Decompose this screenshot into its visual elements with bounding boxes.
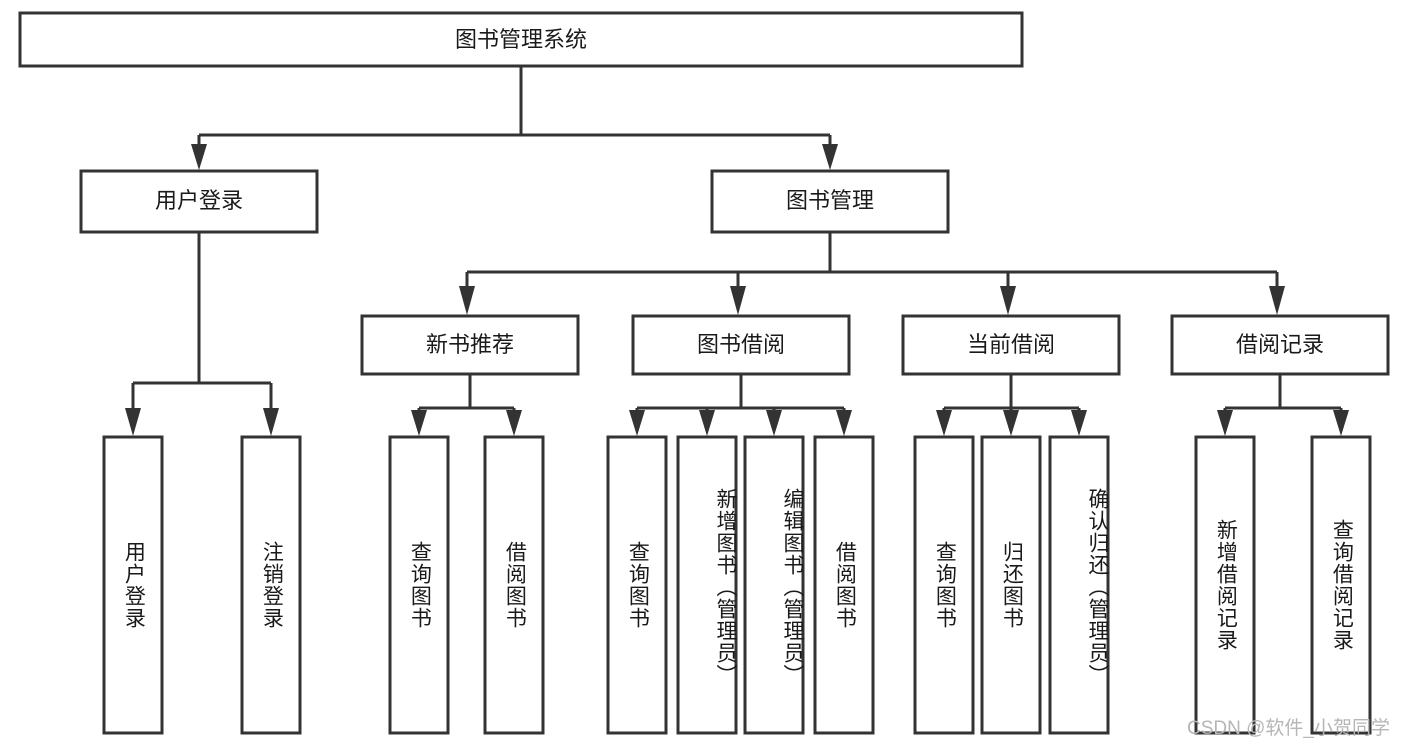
arrow-head-leaf-return-book [1003, 410, 1019, 436]
node-book-borrow-box[interactable] [631, 314, 851, 376]
node-root-label: 图书管理系统 [455, 27, 587, 52]
arrow-head-leaf-add-record [1217, 410, 1233, 436]
node-leaf-return-book-box[interactable] [980, 435, 1042, 735]
node-new-book-recommend[interactable]: 新书推荐 [360, 314, 580, 376]
node-book-manage-label: 图书管理 [786, 188, 874, 213]
node-user-login-box[interactable] [79, 169, 319, 234]
node-leaf-borrow-book-2-box[interactable] [813, 435, 875, 735]
node-leaf-add-book-box[interactable] [676, 435, 738, 735]
node-borrow-record-label: 借阅记录 [1236, 332, 1324, 357]
node-leaf-query-book-1-box[interactable] [388, 435, 450, 735]
leaf-box-layer [102, 435, 1372, 735]
node-root[interactable]: 图书管理系统 [18, 11, 1024, 68]
node-user-login[interactable]: 用户登录 [79, 169, 319, 234]
node-current-borrow[interactable]: 当前借阅 [901, 314, 1121, 376]
arrow-head-leaf-add-book [699, 410, 715, 436]
arrow-head-book-manage [822, 144, 838, 170]
arrow-head-leaf-borrow-book-2 [836, 410, 852, 436]
node-book-borrow-label: 图书借阅 [697, 332, 785, 357]
arrow-head-leaf-query-book-1 [411, 410, 427, 436]
node-borrow-record[interactable]: 借阅记录 [1170, 314, 1390, 376]
node-leaf-edit-book-box[interactable] [743, 435, 805, 735]
node-user-login-label: 用户登录 [155, 188, 243, 213]
node-book-manage[interactable]: 图书管理 [710, 169, 950, 234]
arrow-head-leaf-query-book-2 [629, 410, 645, 436]
arrow-head-leaf-edit-book [766, 410, 782, 436]
node-new-book-recommend-label: 新书推荐 [426, 332, 514, 357]
node-leaf-query-book-3-box[interactable] [913, 435, 975, 735]
arrow-head-user-login [191, 144, 207, 170]
arrow-head-borrow-record [1269, 286, 1285, 315]
watermark-text: CSDN @软件_小贺同学 [1187, 718, 1390, 739]
node-book-manage-box[interactable] [710, 169, 950, 234]
node-borrow-record-box[interactable] [1170, 314, 1390, 376]
node-leaf-add-record-box[interactable] [1194, 435, 1256, 735]
arrow-head-leaf-query-record [1333, 410, 1349, 436]
node-current-borrow-box[interactable] [901, 314, 1121, 376]
node-leaf-confirm-return-box[interactable] [1048, 435, 1110, 735]
node-new-book-recommend-box[interactable] [360, 314, 580, 376]
arrow-head-leaf-logout [263, 408, 279, 436]
arrow-head-leaf-confirm-return [1071, 410, 1087, 436]
node-leaf-query-record-box[interactable] [1310, 435, 1372, 735]
arrow-head-book-borrow [730, 286, 746, 315]
node-book-borrow[interactable]: 图书借阅 [631, 314, 851, 376]
arrow-head-leaf-query-book-3 [936, 410, 952, 436]
connector-layer [125, 66, 1349, 436]
arrow-head-current-borrow [1000, 286, 1016, 315]
node-leaf-query-book-2-box[interactable] [606, 435, 668, 735]
node-current-borrow-label: 当前借阅 [967, 332, 1055, 357]
arrow-head-new-book-recommend [459, 286, 475, 315]
node-leaf-borrow-book-1-box[interactable] [483, 435, 545, 735]
node-leaf-logout-box[interactable] [240, 435, 302, 735]
arrow-head-leaf-user-login [125, 408, 141, 436]
node-root-box[interactable] [18, 11, 1024, 68]
node-leaf-user-login-box[interactable] [102, 435, 164, 735]
arrow-head-leaf-borrow-book-1 [506, 410, 522, 436]
